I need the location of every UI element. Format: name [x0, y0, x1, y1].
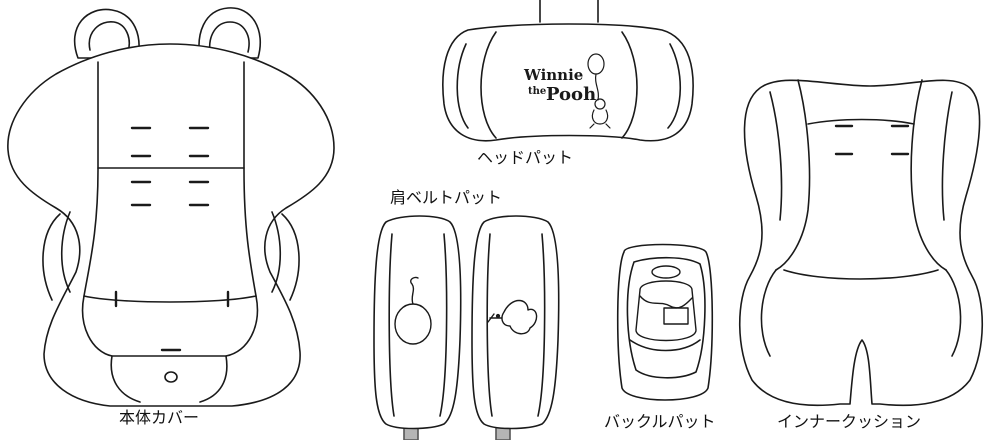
shoulder-belt-pad-label: 肩ベルトパット [390, 188, 503, 207]
right-ear-shape [199, 8, 260, 58]
body-cover-label: 本体カバー [119, 408, 200, 427]
buckle-pad-illustration [618, 245, 713, 401]
inner-cushion-outline [740, 80, 983, 405]
logo-line-2: the [528, 86, 546, 97]
logo-line-3: Pooh [546, 84, 596, 105]
inner-cushion-illustration [740, 80, 983, 405]
body-cover-illustration [8, 8, 334, 406]
left-shoulder-pad-outline [374, 216, 461, 429]
head-pad-label: ヘッドパット [477, 148, 574, 167]
right-shoulder-pad-outline [472, 216, 559, 429]
body-cover-outline [8, 44, 334, 406]
body-cover-belt-slots [116, 128, 228, 350]
body-cover-crotch-hole [165, 372, 177, 382]
bee-motif [488, 301, 537, 334]
left-ear-shape [75, 9, 139, 58]
winnie-the-pooh-logo: Winnie the Pooh [523, 66, 596, 105]
honey-pot-motif [636, 266, 696, 341]
buckle-pad-label: バックルパット [604, 412, 716, 431]
head-pad-outline [443, 24, 693, 141]
logo-line-1: Winnie [523, 66, 583, 84]
pooh-balloon-figure [588, 54, 610, 128]
balloon-motif [395, 277, 431, 344]
shoulder-belt-pads-illustration [374, 216, 559, 440]
inner-cushion-belt-slots [836, 126, 908, 154]
inner-cushion-label: インナークッション [777, 412, 922, 431]
head-pad-illustration [443, 0, 693, 141]
